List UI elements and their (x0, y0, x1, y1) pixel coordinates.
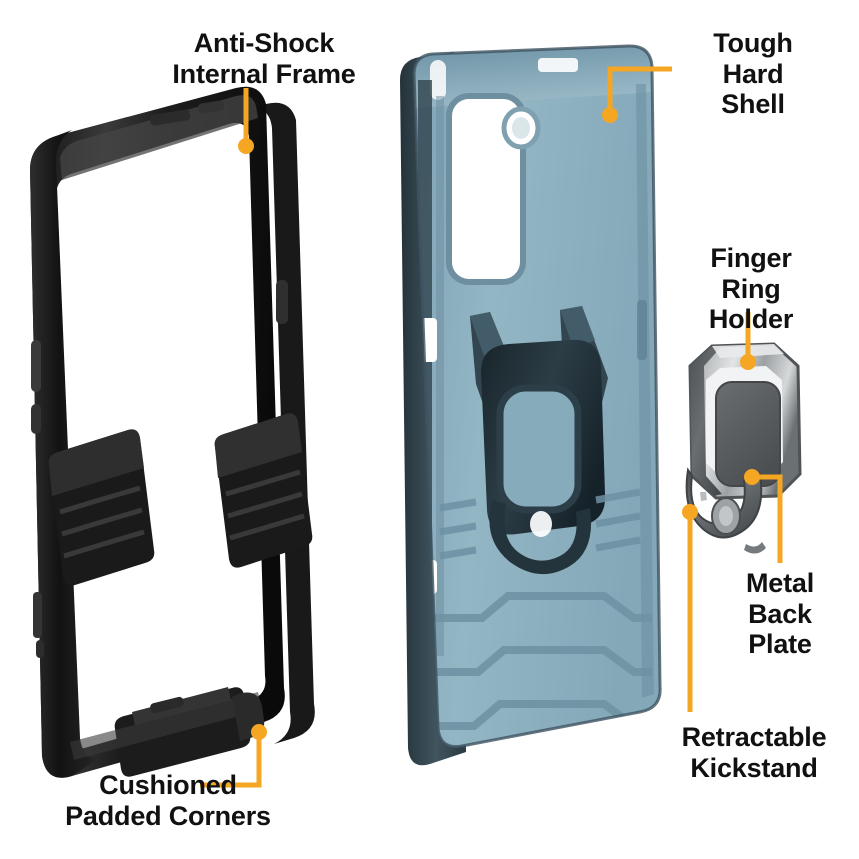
callout-cushioned-padded-corners: Cushioned Padded Corners (65, 770, 271, 831)
callout-retractable-kickstand: Retractable Kickstand (681, 722, 827, 783)
callout-tough-hard-shell: Tough Hard Shell (713, 28, 793, 119)
leader-metal-back-plate (752, 474, 783, 563)
callout-finger-ring-holder: Finger Ring Holder (708, 243, 794, 334)
dot-finger-ring-holder (740, 354, 756, 370)
leader-dots (238, 107, 760, 740)
kickstand-hinge (685, 467, 766, 554)
dot-tough-hard-shell (602, 107, 618, 123)
leader-tough-hard-shell (607, 66, 672, 115)
callout-metal-back-plate: Metal Back Plate (745, 568, 815, 659)
metal-back-plate (715, 381, 781, 487)
dot-retractable-kickstand (682, 504, 698, 520)
black-bumper-frame (30, 86, 315, 778)
leader-lines (200, 66, 783, 788)
dot-metal-back-plate (744, 469, 760, 485)
callout-anti-shock-internal-frame: Anti-Shock Internal Frame (172, 28, 356, 89)
blue-hard-shell (400, 44, 662, 766)
dot-cushioned-padded-corners (251, 724, 267, 740)
metal-finger-ring (685, 342, 802, 554)
dot-anti-shock-internal-frame (238, 138, 254, 154)
